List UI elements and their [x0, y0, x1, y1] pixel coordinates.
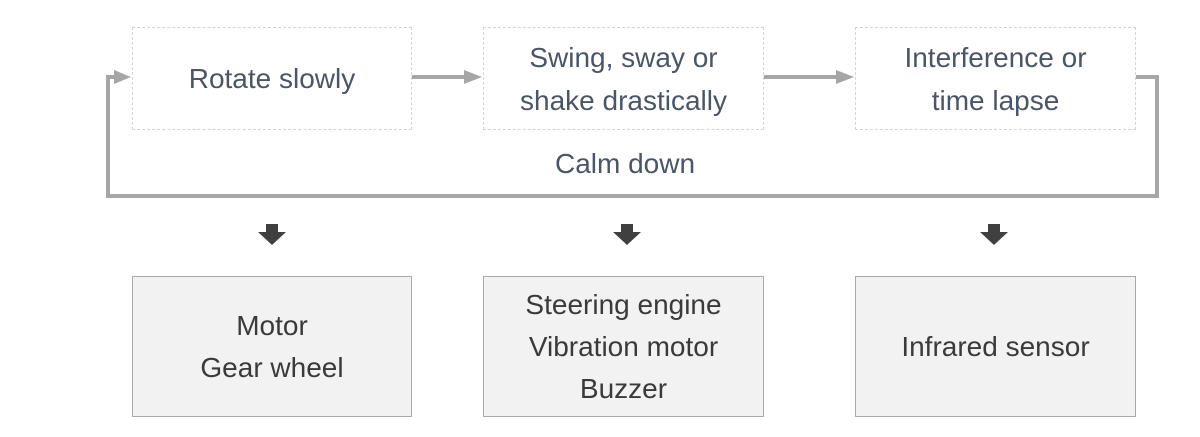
state-text: shake drastically — [520, 84, 727, 116]
state-interference-time-lapse: Interference or time lapse — [855, 27, 1136, 130]
down-arrow-1 — [258, 224, 286, 245]
arrow-swing-to-interference — [764, 70, 854, 84]
component-text: Steering engine — [525, 288, 722, 320]
down-arrow-3 — [980, 224, 1008, 245]
component-motor-gear: Motor Gear wheel — [132, 276, 412, 417]
calm-down-loop-arrow — [106, 70, 1159, 198]
state-text: Swing, sway or — [529, 41, 718, 73]
component-steering-vibration-buzzer: Steering engine Vibration motor Buzzer — [483, 276, 764, 417]
state-swing-sway-shake: Swing, sway or shake drastically — [483, 27, 764, 130]
component-text: Buzzer — [579, 372, 668, 404]
state-text: Interference or — [904, 41, 1087, 73]
component-text: Gear wheel — [200, 351, 344, 383]
down-arrow-2 — [613, 224, 641, 245]
state-rotate-slowly: Rotate slowly — [132, 27, 412, 130]
calm-down-label: Calm down — [554, 148, 696, 179]
component-text: Infrared sensor — [901, 330, 1090, 362]
component-text: Motor — [236, 309, 308, 341]
component-text: Vibration motor — [528, 330, 719, 362]
state-text: Rotate slowly — [188, 63, 356, 94]
arrow-rotate-to-swing — [412, 70, 482, 84]
component-infrared-sensor: Infrared sensor — [855, 276, 1136, 417]
state-text: time lapse — [931, 84, 1060, 116]
